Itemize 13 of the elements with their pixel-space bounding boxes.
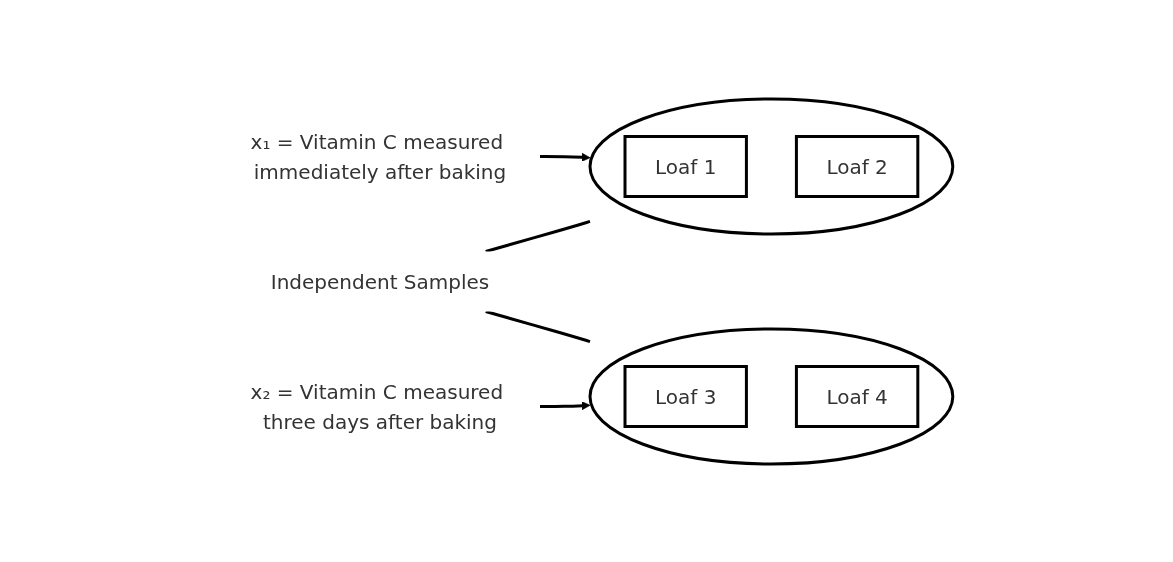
node-box: Loaf 2 xyxy=(795,134,920,198)
cluster xyxy=(588,97,955,235)
node-text: x₁ = Vitamin C measured immediately after baking xyxy=(250,129,507,183)
node-box: Loaf 3 xyxy=(623,364,748,428)
arrow xyxy=(540,152,591,162)
connector xyxy=(485,309,591,343)
node-box: Loaf 1 xyxy=(623,134,748,198)
cluster xyxy=(588,327,955,465)
node-text: x₂ = Vitamin C measured three days after baking xyxy=(250,379,504,433)
arrow xyxy=(540,400,591,410)
connector xyxy=(485,219,591,253)
node-box: Loaf 4 xyxy=(795,364,920,428)
node-text: Independent Samples xyxy=(270,269,490,293)
